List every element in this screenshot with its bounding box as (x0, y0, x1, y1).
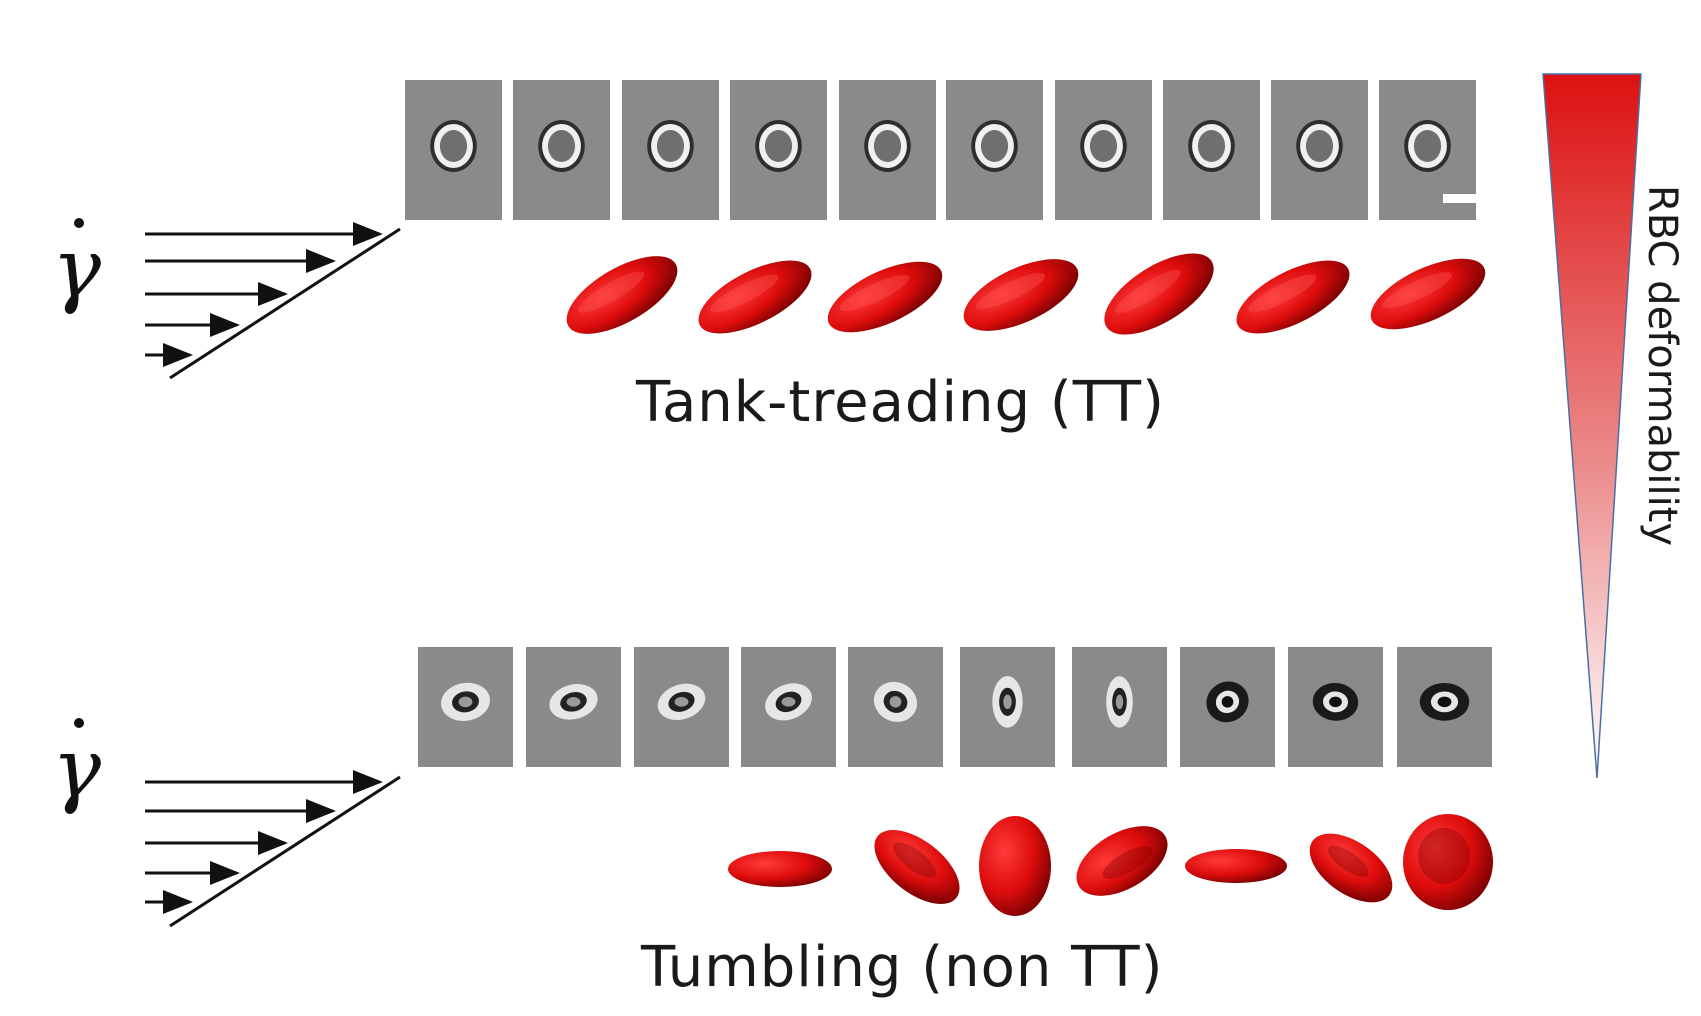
rbc-model (1185, 849, 1287, 883)
micrograph-frame (1288, 647, 1383, 767)
shear-wall-line-top (169, 227, 401, 380)
micrograph-frame (418, 647, 513, 767)
rbc-model (728, 851, 832, 887)
rbc-model (874, 830, 960, 904)
cell-image (1188, 120, 1235, 172)
micrograph-frame (741, 647, 836, 767)
cell-image (1312, 682, 1359, 721)
cell-image (971, 120, 1018, 172)
cell-image (755, 120, 802, 172)
micrograph-frame (730, 80, 827, 220)
micrograph-frame (1271, 80, 1368, 220)
shear-rate-symbol-top: γ (52, 218, 101, 317)
tumbling-models (728, 814, 1493, 916)
cell-image (549, 684, 598, 720)
micrograph-frame (946, 80, 1043, 220)
rbc-model (1104, 253, 1214, 335)
cell-image (1080, 120, 1127, 172)
rbc-model (1236, 260, 1350, 334)
cell-image (657, 683, 706, 721)
cell-image (1419, 683, 1470, 721)
shear-wall-line-bottom (169, 775, 401, 928)
cell-image (441, 682, 490, 721)
cell-image (1296, 120, 1343, 172)
micrograph-frame (634, 647, 729, 767)
rbc-model (698, 260, 812, 334)
micrograph-frame (848, 647, 943, 767)
micrograph-frame (960, 647, 1055, 767)
cell-image (430, 120, 477, 172)
micrograph-frame (405, 80, 502, 220)
shear-rate-symbol-bottom: γ (52, 718, 101, 817)
micrograph-frame (622, 80, 719, 220)
scale-bar (1443, 194, 1495, 203)
cell-image (1206, 681, 1249, 723)
tank-treading-label: Tank-treading (TT) (636, 370, 1165, 435)
rbc-model (827, 261, 943, 333)
micrograph-frame (1180, 647, 1275, 767)
cell-image (1106, 676, 1133, 728)
cell-image (992, 676, 1023, 728)
rbc-deformability-label: RBC deformability (1639, 185, 1685, 547)
micrograph-frame (1397, 647, 1492, 767)
micrograph-frame (1163, 80, 1260, 220)
micrograph-frame (1055, 80, 1152, 220)
rbc-model (963, 259, 1079, 331)
micrograph-frame (513, 80, 610, 220)
cell-image (1404, 120, 1451, 172)
tumbling-label: Tumbling (non TT) (641, 935, 1164, 1000)
cell-image (538, 120, 585, 172)
rbc-model (979, 816, 1051, 916)
rbc-model (1370, 258, 1486, 330)
cell-image (765, 683, 812, 721)
micrograph-frame (1072, 647, 1167, 767)
rbc-model (1076, 826, 1168, 896)
rbc-model (1309, 833, 1393, 903)
shear-profile-top (145, 222, 401, 380)
deformability-gradient-triangle (1542, 73, 1642, 779)
micrograph-frame (839, 80, 936, 220)
micrograph-frame (526, 647, 621, 767)
cell-image (647, 120, 694, 172)
shear-profile-bottom (145, 770, 401, 928)
rbc-model (566, 256, 678, 334)
tank-treading-models (566, 253, 1486, 335)
cell-image (873, 681, 918, 722)
cell-image (864, 120, 911, 172)
rbc-model (1403, 814, 1493, 910)
